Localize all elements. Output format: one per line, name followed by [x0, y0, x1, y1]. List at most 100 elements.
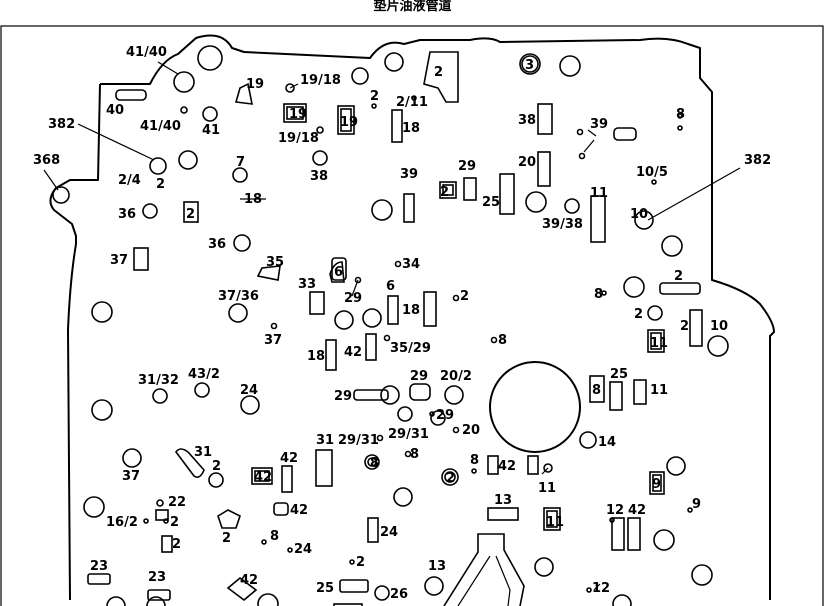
label: 14 — [598, 435, 616, 450]
label: 26 — [390, 587, 408, 602]
frame — [0, 25, 824, 606]
label: 24 — [294, 542, 312, 557]
leader-368 — [43, 169, 59, 191]
label: 12 — [606, 503, 624, 518]
label: 20 — [462, 423, 480, 438]
label: 36 — [208, 237, 226, 252]
label: 2 — [440, 185, 449, 200]
label: 2 — [434, 65, 443, 80]
irregular-passages — [175, 51, 459, 602]
label: 19 — [340, 115, 358, 130]
label: 2 — [680, 319, 689, 334]
label: 11 — [650, 383, 668, 398]
label: 38 — [310, 169, 328, 184]
label: 11 — [538, 481, 556, 496]
label: 13 — [494, 493, 512, 508]
leader-382-right — [647, 167, 741, 221]
bottom-channel — [443, 533, 525, 606]
label: 19/18 — [278, 131, 319, 146]
label: 2/11 — [396, 95, 428, 110]
label: 3 — [525, 58, 534, 73]
label: 8 — [592, 383, 601, 398]
label: 2 — [446, 471, 455, 486]
label: 40 — [106, 103, 124, 118]
label: 12 — [592, 581, 610, 596]
leader-8-12 — [593, 583, 601, 591]
label: 9 — [692, 497, 701, 512]
label: 24 — [240, 383, 258, 398]
label: 38 — [518, 113, 536, 128]
label: 19/18 — [300, 73, 341, 88]
label: 2 — [186, 207, 195, 222]
label: 33 — [298, 277, 316, 292]
label: 31 — [316, 433, 334, 448]
label: 42 — [280, 451, 298, 466]
label: 2 — [370, 89, 379, 104]
label: 20/2 — [440, 369, 472, 384]
label: 37 — [122, 469, 140, 484]
label: 23 — [148, 570, 166, 585]
label: 8 — [498, 333, 507, 348]
label: 20 — [518, 155, 536, 170]
label: 42 — [254, 470, 272, 485]
label: 382 — [48, 117, 75, 132]
label: 25 — [316, 581, 334, 596]
label: 10 — [710, 319, 728, 334]
label: 10/5 — [636, 165, 668, 180]
label: 29 — [410, 369, 428, 384]
label: 35 — [266, 255, 284, 270]
label: 29 — [344, 291, 362, 306]
label: 8 — [676, 107, 685, 122]
label: 42 — [628, 503, 646, 518]
label: 18 — [244, 192, 262, 207]
label: 8 — [370, 456, 379, 471]
label: 41/40 — [140, 119, 181, 134]
label: 2 — [460, 289, 469, 304]
label: 19 — [246, 77, 264, 92]
label: 2/4 — [118, 173, 141, 188]
label: 36 — [118, 207, 136, 222]
label: 2 — [222, 531, 231, 546]
label: 43/2 — [188, 367, 220, 382]
circled-markers — [367, 55, 539, 483]
label: 39 — [400, 167, 418, 182]
label: 37 — [264, 333, 282, 348]
leader-41-40 — [157, 61, 179, 75]
label: 22 — [168, 495, 186, 510]
label: 35/29 — [390, 341, 431, 356]
label: 25 — [482, 195, 500, 210]
diagram-title: 垫片油液管道 — [373, 0, 452, 14]
label: 39 — [590, 117, 608, 132]
label: 2 — [674, 269, 683, 284]
label: 19 — [289, 107, 307, 122]
label: 8 — [270, 529, 279, 544]
label: 37 — [110, 253, 128, 268]
label: 2 — [170, 515, 179, 530]
label: 10 — [630, 207, 648, 222]
leader-39 — [587, 129, 597, 137]
label: 11 — [546, 515, 564, 530]
label: 37/36 — [218, 289, 259, 304]
label: 18 — [402, 121, 420, 136]
label: 11 — [650, 336, 668, 351]
label: 18 — [307, 349, 325, 364]
label: 42 — [344, 345, 362, 360]
label: 42 — [290, 503, 308, 518]
label: 39/38 — [542, 217, 583, 232]
label: 41 — [202, 123, 220, 138]
label: 31 — [194, 445, 212, 460]
label: 29 — [458, 159, 476, 174]
label: 7 — [236, 155, 245, 170]
label: 29 — [334, 389, 352, 404]
labels: 41/40 19 19/18 2 2/11 2 3 40 41/40 41 19… — [33, 45, 771, 602]
label: 2 — [172, 537, 181, 552]
label: 6 — [334, 265, 343, 280]
leader-382-left — [77, 123, 155, 161]
label: 29/31 — [388, 427, 429, 442]
label: 42 — [498, 459, 516, 474]
label: 2 — [156, 177, 165, 192]
label: 382 — [744, 153, 771, 168]
leader-39b — [583, 139, 595, 153]
label: 8 — [470, 453, 479, 468]
label: 34 — [402, 257, 420, 272]
